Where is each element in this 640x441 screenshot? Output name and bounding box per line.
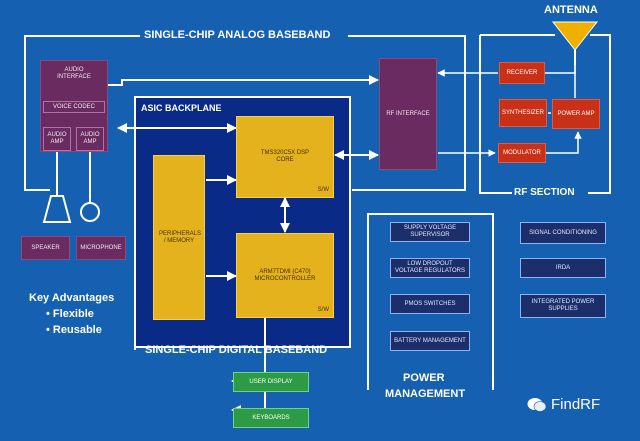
dsp-sw-label: S/W — [317, 187, 329, 193]
microphone-icon — [80, 202, 100, 222]
power-amp-block: POWER AMP — [552, 99, 600, 129]
voice-codec-label: VOICE CODEC — [52, 103, 95, 110]
right-item: INTEGRATED POWER SUPPLIES — [520, 294, 606, 318]
management-title: MANAGEMENT — [385, 388, 466, 400]
power-item: LOW DROPOUT VOLTAGE REGULATORS — [390, 258, 470, 278]
modulator-block: MODULATOR — [498, 143, 546, 163]
receiver-block: RECEIVER — [499, 62, 545, 84]
right-item: IRDA — [520, 258, 606, 278]
modulator-label: MODULATOR — [503, 149, 541, 156]
synthesizer-block: SYNTHESIZER — [499, 99, 547, 127]
advantage-item-2: • Reusable — [46, 324, 102, 336]
peripherals-memory-block: PERIPHERALS / MEMORY — [153, 155, 205, 320]
right-item: SIGNAL CONDITIONING — [520, 222, 606, 244]
advantage-item-label: Flexible — [52, 308, 94, 320]
advantage-item-1: • Flexible — [46, 308, 94, 320]
power-item: PMOS SWITCHES — [390, 294, 470, 314]
speaker-block: SPEAKER — [21, 236, 70, 260]
advantage-item-label: Reusable — [52, 324, 102, 336]
speaker-icon — [42, 195, 72, 223]
power-item-label: SUPPLY VOLTAGE SUPERVISOR — [403, 225, 457, 238]
microphone-block: MICROPHONE — [76, 236, 126, 260]
power-item-label: BATTERY MANAGEMENT — [394, 337, 466, 344]
mcu-sw-label: S/W — [317, 307, 329, 313]
power-title: POWER — [403, 372, 445, 384]
dsp-core-label: TMS320C5X DSP CORE — [260, 150, 310, 163]
audio-amp-label-1: AUDIO AMP — [47, 132, 67, 145]
watermark: FindRF — [527, 396, 600, 413]
receiver-label: RECEIVER — [506, 69, 538, 76]
power-item-label: LOW DROPOUT VOLTAGE REGULATORS — [395, 261, 465, 274]
power-frame — [367, 213, 494, 390]
rf-interface-label: RF INTERFACE — [386, 110, 430, 117]
audio-amp-block-1: AUDIO AMP — [43, 127, 71, 151]
user-display-label: USER DISPLAY — [249, 378, 293, 385]
watermark-label: FindRF — [551, 396, 601, 413]
antenna-label: ANTENNA — [544, 4, 598, 16]
antenna-icon — [551, 21, 599, 51]
power-amp-label: POWER AMP — [557, 110, 595, 117]
right-item-label: IRDA — [555, 264, 571, 271]
right-item-label: INTEGRATED POWER SUPPLIES — [531, 299, 595, 312]
audio-amp-label-2: AUDIO AMP — [80, 132, 100, 145]
rf-section-title: RF SECTION — [514, 187, 575, 198]
user-display-block: USER DISPLAY — [233, 372, 309, 392]
speaker-label: SPEAKER — [31, 244, 60, 251]
microphone-label: MICROPHONE — [80, 244, 122, 251]
audio-amp-block-2: AUDIO AMP — [76, 127, 104, 151]
asic-backplane-title: ASIC BACKPLANE — [141, 103, 222, 113]
synthesizer-label: SYNTHESIZER — [502, 109, 545, 116]
rf-interface-block: RF INTERFACE — [379, 58, 437, 170]
voice-codec-block: VOICE CODEC — [43, 101, 105, 113]
rf-frame-right — [588, 34, 611, 194]
rf-frame-left — [479, 35, 512, 194]
advantages-title: Key Advantages — [29, 292, 115, 304]
power-item: BATTERY MANAGEMENT — [390, 331, 470, 351]
microcontroller-block: ARM7TDMI (C470) MICROCONTROLLER S/W — [236, 233, 334, 318]
audio-interface-label: AUDIO INTERFACE — [57, 67, 91, 80]
power-item-label: PMOS SWITCHES — [404, 300, 456, 307]
analog-baseband-title: SINGLE-CHIP ANALOG BASEBAND — [144, 29, 331, 41]
analog-frame-left — [24, 35, 140, 191]
keyboards-label: KEYBOARDS — [252, 414, 290, 421]
keyboards-block: KEYBOARDS — [233, 408, 309, 428]
digital-baseband-title: SINGLE-CHIP DIGITAL BASEBAND — [145, 344, 328, 356]
chat-bubble-icon — [527, 397, 547, 412]
peripherals-memory-label: PERIPHERALS / MEMORY — [159, 230, 202, 244]
right-item-label: SIGNAL CONDITIONING — [529, 229, 597, 236]
power-item: SUPPLY VOLTAGE SUPERVISOR — [390, 222, 470, 242]
analog-frame-right — [348, 35, 466, 191]
microcontroller-label: ARM7TDMI (C470) MICROCONTROLLER — [254, 268, 316, 282]
dsp-core-block: TMS320C5X DSP CORE S/W — [236, 116, 334, 198]
